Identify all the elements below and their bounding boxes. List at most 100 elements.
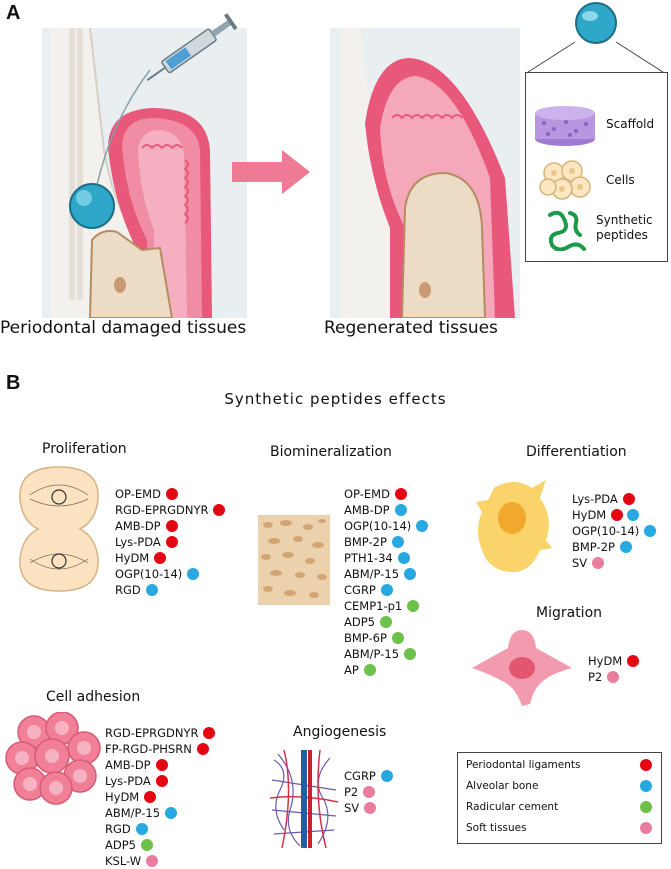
red-dot-icon [640,759,652,771]
pink-dot-icon [607,671,620,683]
red-dot-icon [165,520,178,532]
blue-dot-icon [380,770,393,782]
list-item: RGD [115,582,225,598]
green-dot-icon [404,648,417,660]
list-item: AMB-DP [105,757,215,773]
blue-dot-icon [416,520,429,532]
green-dot-icon [640,801,652,813]
cells-label: Cells [606,173,635,187]
pink-dot-icon [363,786,376,798]
green-dot-icon [140,839,153,851]
legend-item-soft-tissues: Soft tissues [466,822,652,834]
list-item: SV [572,555,656,571]
list-item: OP-EMD [115,486,225,502]
blue-dot-icon [380,584,393,596]
angiogenesis-title: Angiogenesis [293,724,387,740]
red-dot-icon [203,727,216,739]
differentiation-title: Differentiation [526,444,627,460]
mineralized-tissue-icon [258,515,330,605]
green-dot-icon [379,616,392,628]
blue-dot-icon [627,509,640,521]
damaged-caption: Periodontal damaged tissues [0,318,247,338]
proliferation-title: Proliferation [42,441,127,457]
list-item: SV [344,800,393,816]
legend: Periodontal ligaments Alveolar bone Radi… [457,752,662,844]
components-inset: Scaffold Cells Synthetic peptides [525,72,668,262]
blue-dot-icon [644,525,657,537]
list-item: OGP(10-14) [115,566,225,582]
migrating-cell-icon [472,630,572,706]
pink-dot-icon [640,822,652,834]
red-dot-icon [213,504,226,516]
panel-b-letter: B [6,372,21,394]
damaged-tissue-illustration [42,13,247,318]
list-item: PTH1-34 [344,550,428,566]
red-dot-icon [165,488,178,500]
biomineralization-title: Biomineralization [270,444,392,460]
blood-vessels-icon [270,750,338,848]
list-item: OP-EMD [344,486,428,502]
list-item: AMB-DP [115,518,225,534]
list-item: HyDM [572,507,656,523]
biomineralization-list: OP-EMD AMB-DP OGP(10-14) BMP-2P PTH1-34 … [344,486,429,678]
arrow-right-icon [232,150,310,194]
list-item: BMP-2P [344,534,428,550]
list-item: P2 [344,784,393,800]
list-item: OGP(10-14) [572,523,657,539]
list-item: ADP5 [105,837,215,853]
blue-dot-icon [187,568,200,580]
list-item: Lys-PDA [115,534,225,550]
blue-dot-icon [391,536,404,548]
red-dot-icon [155,759,168,771]
list-item: OGP(10-14) [344,518,429,534]
green-dot-icon [363,664,376,676]
red-dot-icon [611,509,624,521]
panel-b-title: Synthetic peptides effects [224,390,447,408]
cell-cluster-icon [5,712,101,805]
list-item: RGD-EPRGDNYR [115,502,226,518]
blue-dot-icon [619,541,632,553]
blue-dot-icon [404,568,417,580]
red-dot-icon [394,488,407,500]
legend-item-radicular-cement: Radicular cement [466,801,652,813]
panel-a-letter: A [6,2,21,24]
cell-adhesion-list: RGD-EPRGDNYR FP-RGD-PHSRN AMB-DP Lys-PDA… [105,725,216,869]
blue-dot-icon [394,504,407,516]
list-item: CGRP [344,582,428,598]
pink-dot-icon [592,557,605,569]
pink-dot-icon [364,802,377,814]
list-item: AP [344,662,428,678]
list-item: CGRP [344,768,393,784]
red-dot-icon [627,655,640,667]
red-dot-icon [144,791,157,803]
dividing-cell-icon [19,466,99,592]
sphere-icon [575,2,617,44]
migration-title: Migration [536,605,603,621]
list-item: Lys-PDA [572,491,656,507]
angiogenesis-list: CGRP P2 SV [344,768,393,816]
legend-item-periodontal-ligaments: Periodontal ligaments [466,759,652,771]
list-item: AMB-DP [344,502,428,518]
differentiation-list: Lys-PDA HyDM OGP(10-14) BMP-2P SV [572,491,657,571]
blue-dot-icon [640,780,652,792]
list-item: RGD [105,821,215,837]
green-dot-icon [391,632,404,644]
list-item: RGD-EPRGDNYR [105,725,216,741]
list-item: CEMP1-p1 [344,598,428,614]
regenerated-caption: Regenerated tissues [324,318,498,338]
blue-dot-icon [135,823,148,835]
red-dot-icon [165,536,178,548]
list-item: ABM/P-15 [105,805,215,821]
list-item: HyDM [105,789,215,805]
list-item: ABM/P-15 [344,646,428,662]
blue-dot-icon [397,552,410,564]
list-item: FP-RGD-PHSRN [105,741,215,757]
cell-adhesion-title: Cell adhesion [46,689,141,705]
scaffold-icon [535,106,595,146]
differentiating-cell-icon [476,480,552,573]
peptide-icon [548,210,586,251]
list-item: ABM/P-15 [344,566,428,582]
list-item: HyDM [115,550,225,566]
cells-icon [539,160,591,200]
list-item: HyDM [588,653,640,669]
